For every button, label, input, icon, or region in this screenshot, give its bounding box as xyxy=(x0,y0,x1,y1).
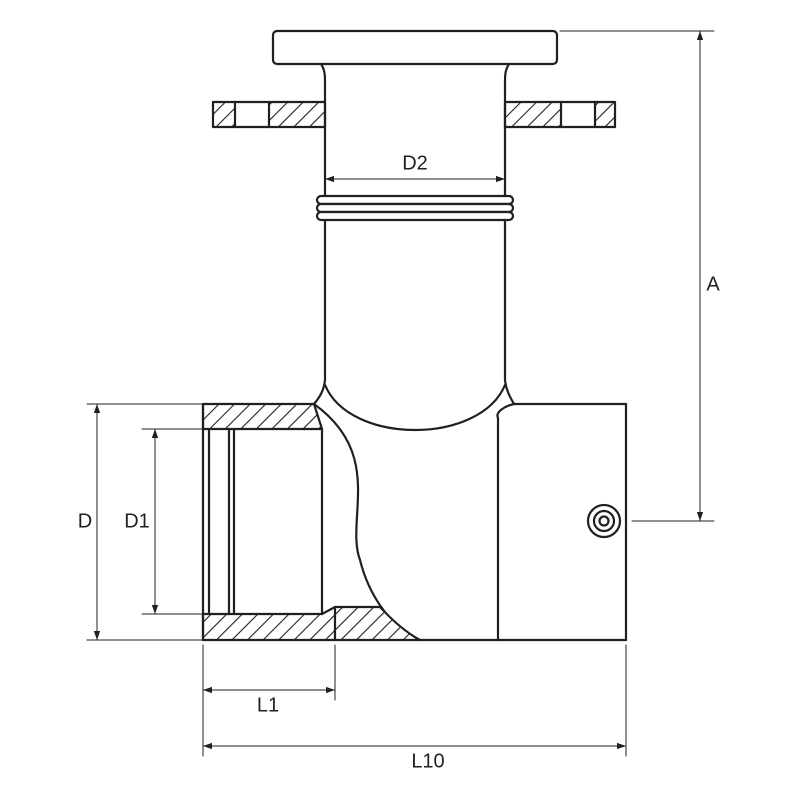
pipe-ring xyxy=(315,194,515,222)
label-l10: L10 xyxy=(411,750,444,772)
dimension-lines xyxy=(93,30,704,750)
label-d: D xyxy=(78,510,92,532)
socket xyxy=(201,402,422,642)
label-d1: D1 xyxy=(124,510,150,532)
top-flange xyxy=(271,29,559,66)
flange-neck-right xyxy=(503,62,511,84)
indicator-pin xyxy=(586,503,622,539)
label-a: A xyxy=(706,273,720,295)
tee-body xyxy=(312,402,628,642)
label-d2: D2 xyxy=(402,152,428,174)
flange-neck-left xyxy=(319,62,327,84)
loose-flange xyxy=(211,100,617,129)
outlet-pipe xyxy=(312,80,516,431)
label-l1: L1 xyxy=(257,694,279,716)
extension-lines xyxy=(86,30,715,757)
